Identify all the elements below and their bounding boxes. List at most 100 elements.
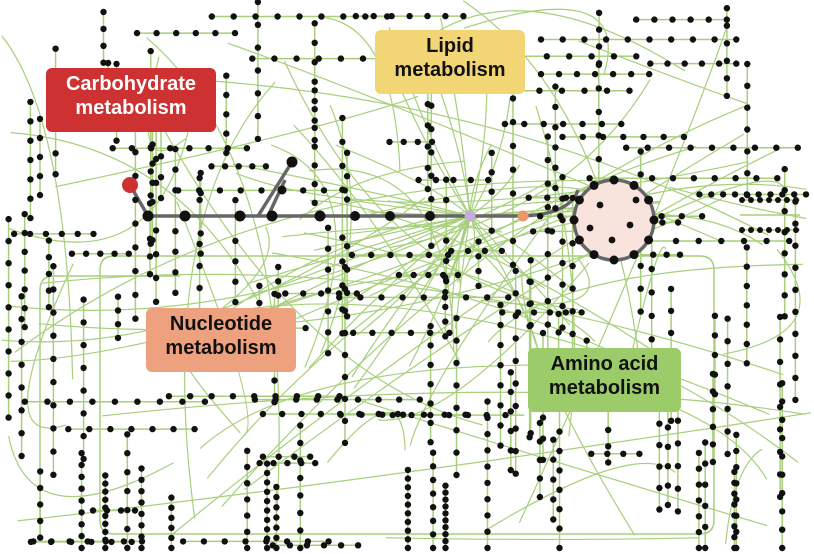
metabolite-node xyxy=(443,257,450,265)
metabolite-node xyxy=(546,309,554,316)
metabolite-node xyxy=(231,29,239,37)
metabolite-node xyxy=(138,465,145,472)
metabolite-node xyxy=(674,485,682,492)
metabolite-node xyxy=(552,124,559,131)
metabolite-node xyxy=(389,411,396,419)
metabolite-node xyxy=(702,439,709,446)
metabolite-node xyxy=(369,329,376,336)
metabolite-node xyxy=(556,447,563,455)
metabolite-node xyxy=(111,398,119,405)
metabolite-node xyxy=(775,197,781,203)
metabolite-node xyxy=(525,194,532,201)
metabolite-node xyxy=(293,55,300,62)
metabolite-node xyxy=(484,463,491,470)
pathway-edge xyxy=(255,215,471,317)
metabolite-node xyxy=(157,174,165,181)
metabolite-node xyxy=(273,514,280,521)
metabolite-node xyxy=(172,248,179,255)
metabolite-node xyxy=(442,524,449,531)
metabolite-node xyxy=(505,294,512,301)
metabolite-node xyxy=(509,237,517,245)
metabolite-node xyxy=(274,13,281,20)
metabolite-node xyxy=(324,245,332,252)
metabolite-node xyxy=(78,461,85,469)
metabolite-node xyxy=(339,306,346,313)
metabolite-node xyxy=(446,329,453,336)
metabolite-node xyxy=(197,250,204,257)
metabolite-node xyxy=(544,133,551,140)
metabolite-node xyxy=(124,525,131,533)
metabolite-node xyxy=(37,534,44,541)
pathway-edge xyxy=(458,215,471,288)
metabolite-node xyxy=(624,36,631,43)
metabolite-node xyxy=(663,251,670,258)
metabolite-node xyxy=(149,179,156,186)
metabolite-node xyxy=(608,236,616,244)
metabolite-node xyxy=(702,523,709,531)
metabolite-node xyxy=(5,326,12,333)
carbohydrate-label-line2: metabolism xyxy=(75,97,187,119)
metabolite-node xyxy=(343,313,351,320)
metabolite-node xyxy=(442,510,449,517)
metabolite-node xyxy=(424,164,431,172)
metabolite-node xyxy=(559,133,566,141)
metabolite-node xyxy=(633,16,640,23)
pathway-edge xyxy=(184,81,276,519)
metabolite-node xyxy=(89,507,97,514)
metabolite-node xyxy=(702,544,709,552)
pathway-edge xyxy=(468,183,807,260)
metabolite-node xyxy=(170,425,177,433)
metabolite-node xyxy=(102,528,109,536)
metabolite-node xyxy=(711,332,719,339)
metabolite-node xyxy=(201,398,209,405)
pathway-edge xyxy=(422,10,686,72)
metabolite-node xyxy=(637,148,644,155)
metabolite-node xyxy=(743,282,750,290)
metabolite-node xyxy=(37,468,44,475)
metabolite-node xyxy=(443,176,450,183)
metabolite-node xyxy=(132,291,139,299)
metabolite-node xyxy=(578,309,585,316)
metabolite-node xyxy=(124,487,131,495)
metabolite-node xyxy=(442,489,449,496)
metabolite-node xyxy=(324,287,332,294)
metabolite-node xyxy=(650,251,657,258)
metabolite-node xyxy=(488,169,495,176)
metabolite-node xyxy=(674,508,682,515)
metabolite-node xyxy=(527,257,534,264)
metabolite-node xyxy=(794,144,801,151)
metabolite-node xyxy=(552,83,559,90)
metabolite-node xyxy=(339,330,346,337)
metabolite-node xyxy=(609,175,619,185)
nucleotide-label-line1: Nucleotide xyxy=(169,313,273,335)
metabolite-node xyxy=(743,360,750,367)
metabolite-node xyxy=(544,274,551,281)
metabolite-node xyxy=(311,136,318,144)
metabolite-node xyxy=(779,544,786,552)
metabolite-node xyxy=(442,288,449,296)
metabolite-node xyxy=(311,20,318,27)
metabolite-node xyxy=(674,219,682,226)
metabolite-node xyxy=(507,466,514,474)
metabolite-node xyxy=(427,411,434,419)
metabolite-node xyxy=(732,175,739,182)
metabolite-node xyxy=(197,230,204,237)
metabolite-node xyxy=(644,235,654,245)
metabolite-node xyxy=(676,251,684,258)
metabolite-node xyxy=(370,12,377,20)
metabolite-node xyxy=(27,118,34,125)
metabolite-node xyxy=(216,187,224,194)
pathway-edge xyxy=(303,232,596,342)
metabolite-node xyxy=(224,145,231,152)
metabolite-node xyxy=(168,544,175,552)
metabolite-node xyxy=(254,44,262,51)
metabolite-node xyxy=(595,26,603,33)
metabolite-node xyxy=(350,211,360,221)
metabolite-node xyxy=(78,532,85,540)
metabolite-node xyxy=(488,188,495,195)
metabolite-node xyxy=(579,133,586,141)
pathway-edge xyxy=(308,215,471,369)
metabolite-node xyxy=(648,289,655,296)
metabolite-node xyxy=(128,538,135,546)
metabolite-node xyxy=(427,381,434,388)
